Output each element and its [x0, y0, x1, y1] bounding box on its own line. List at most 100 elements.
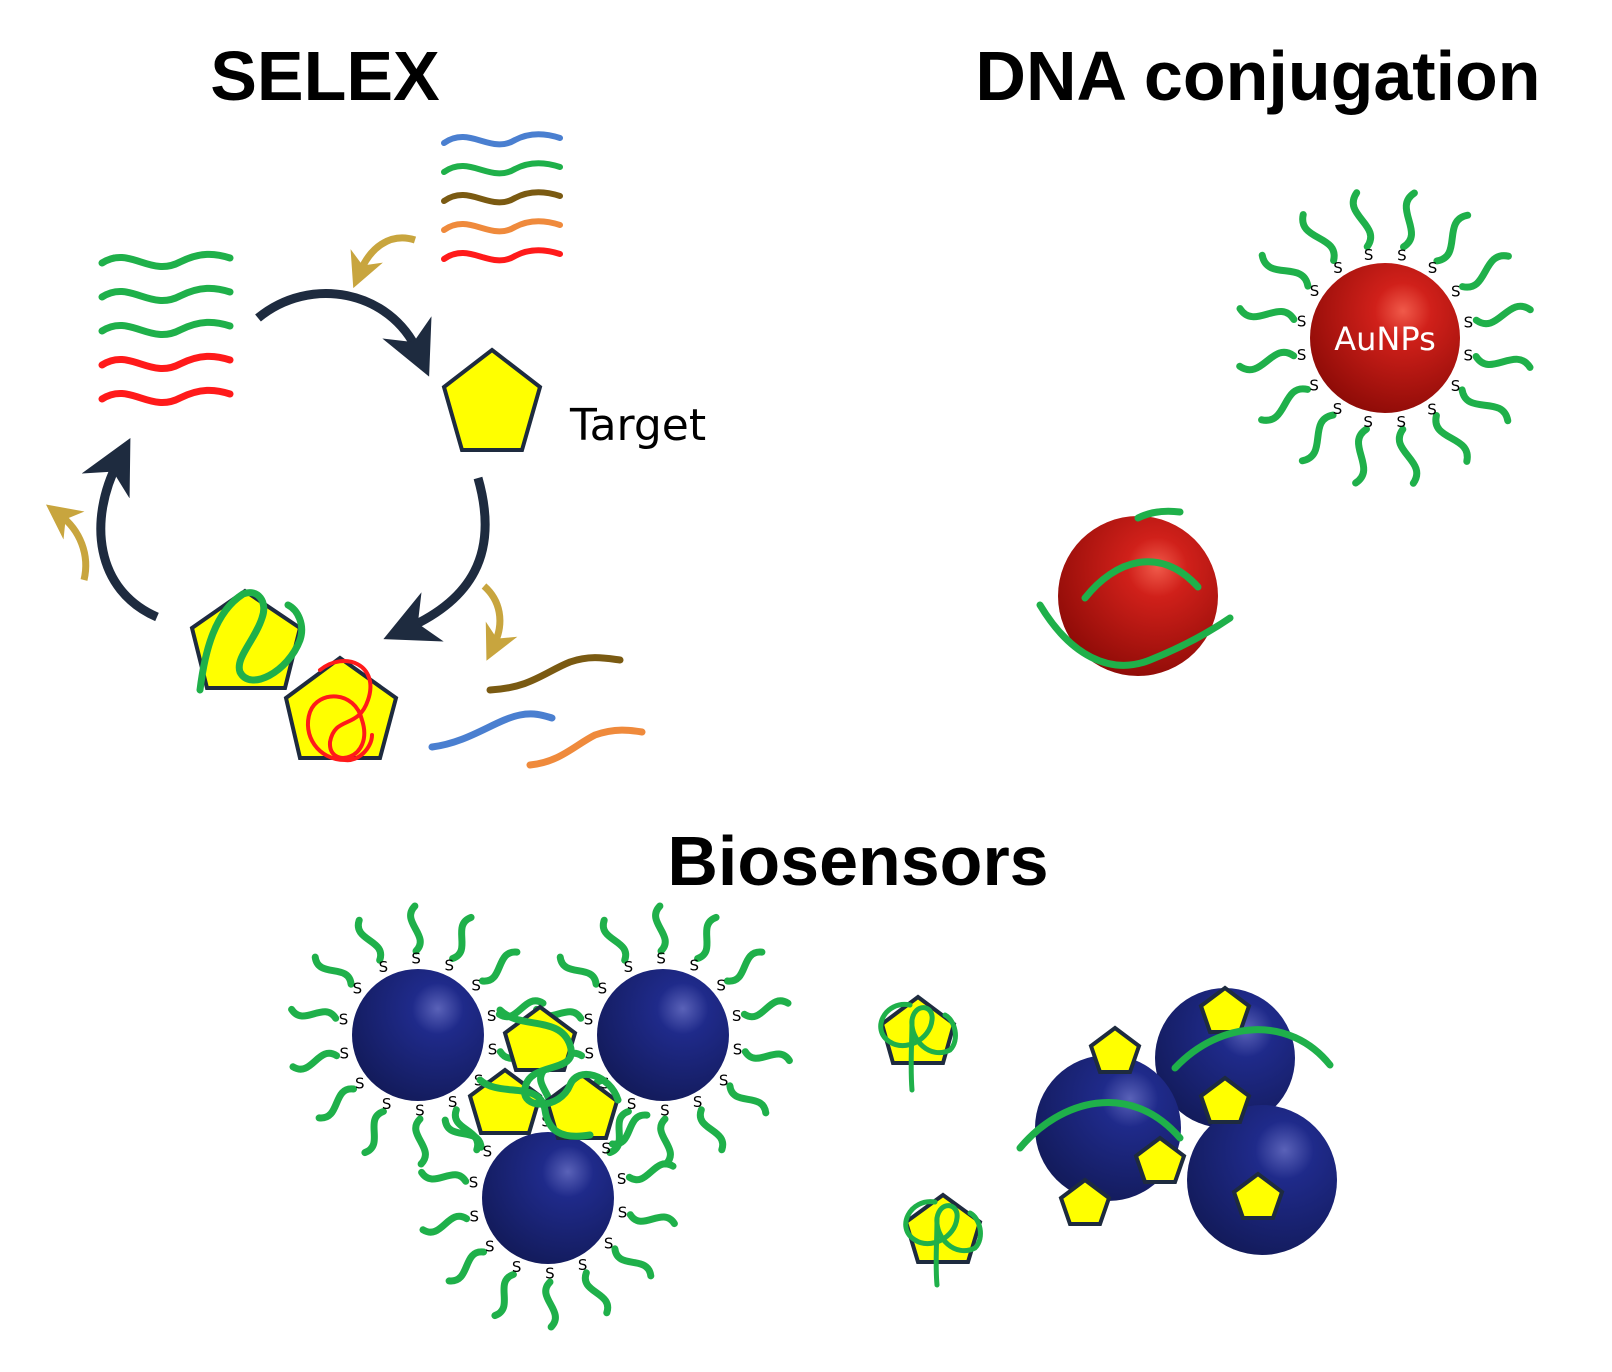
thiol-label: S [469, 1174, 479, 1192]
aptamer-strand [1472, 302, 1534, 328]
thiol-label: S [732, 1007, 742, 1025]
thiol-label: S [1309, 377, 1319, 395]
thiol-label: S [1364, 246, 1374, 264]
selex-panel: Target [46, 131, 706, 769]
aptamer-strand [1459, 252, 1512, 291]
aunp-sphere-icon [1310, 263, 1460, 413]
thiol-label: S [411, 950, 421, 968]
thiol-label: S [1397, 246, 1407, 264]
thiol-label: S [470, 1207, 480, 1225]
thiol-label: S [716, 977, 726, 995]
thiol-label: S [617, 1170, 627, 1188]
aptamer-strand [1298, 411, 1337, 465]
amplify-side-arrow [46, 504, 90, 581]
enriched-pool-strands [98, 250, 234, 406]
aptamer-strand [315, 1085, 358, 1122]
aggregated-state [878, 985, 1337, 1288]
thiol-label: S [545, 1265, 555, 1283]
thiol-label: S [353, 980, 363, 998]
cycle-arrow-to-binding [383, 476, 490, 642]
aptamer-strand [741, 1048, 793, 1065]
thiol-label: S [1310, 282, 1320, 300]
aunp-adsorbed [1036, 507, 1234, 676]
free-aptamer-target-2 [903, 1192, 983, 1288]
aptamer-strand [418, 1168, 470, 1185]
aptamer-strand [611, 1245, 655, 1280]
biosensors-heading: Biosensors [667, 822, 1048, 900]
thiol-label: S [485, 1237, 495, 1255]
aptamer-strand [1458, 386, 1512, 425]
blue-nanoparticle-icon [597, 969, 729, 1101]
target-pentagon-icon [441, 347, 543, 452]
thiol-label: S [471, 977, 481, 995]
thiol-label: S [483, 1143, 493, 1161]
thiol-label: S [488, 1041, 498, 1059]
thiol-label: S [1464, 313, 1474, 331]
aptamer-strand [694, 913, 720, 962]
aptamer-strand [1395, 425, 1421, 487]
aptamer-strand [419, 1212, 471, 1236]
aptamer-strand [412, 1115, 429, 1168]
thiol-label: S [1427, 400, 1437, 418]
bound-complex-green [189, 588, 306, 694]
thiol-label: S [660, 1102, 670, 1120]
thiol-label: S [379, 958, 389, 976]
aptamer-strand [723, 948, 766, 985]
dna-conjugation-heading: DNA conjugation [975, 37, 1540, 115]
thiol-label: S [339, 1011, 349, 1029]
cycle-arrow-to-target [255, 289, 432, 377]
thiol-label: S [618, 1204, 628, 1222]
thiol-label: S [1297, 313, 1307, 331]
aptamer-strand [407, 902, 424, 955]
aptamer-strand [445, 1248, 488, 1285]
aptamer-strand [1258, 251, 1312, 290]
thiol-label: S [585, 1044, 595, 1062]
thiol-label: S [733, 1041, 743, 1059]
aptamer-strand [1433, 211, 1472, 265]
aptamer-strand [288, 1005, 340, 1022]
aptamer-strand [556, 953, 600, 988]
selex-heading: SELEX [210, 37, 440, 115]
aptamer-strand [1432, 412, 1471, 465]
aptamer-strand [1472, 353, 1534, 371]
wash-arrow [481, 583, 518, 661]
thiol-label: S [598, 980, 608, 998]
thiol-label: S [415, 1102, 425, 1120]
bound-complex-red [283, 655, 399, 763]
aptamer-strand [1400, 189, 1418, 251]
aptamer-strand [1236, 348, 1298, 374]
aptamer-strand [491, 1271, 517, 1320]
thiol-label: S [627, 1095, 637, 1113]
aptamer-strand [740, 997, 792, 1021]
thiol-label: S [1397, 413, 1407, 431]
thiol-label: S [578, 1256, 588, 1274]
aptamer-strand [542, 1278, 559, 1331]
aptamer-strand [599, 916, 630, 964]
aptamer-strand [361, 1108, 387, 1157]
target-label: Target [569, 400, 706, 451]
aptamer-strand [625, 1160, 677, 1184]
aptamer-strand [608, 1111, 651, 1148]
thiol-label: S [693, 1093, 703, 1111]
unbound-strands [428, 654, 646, 769]
thiol-label: S [1464, 347, 1474, 365]
aptamer-strand [581, 1269, 612, 1317]
aptamer-strand [1236, 305, 1298, 323]
thiol-label: S [1451, 283, 1461, 301]
free-aptamer-target-1 [878, 994, 958, 1093]
aptamer-strand [726, 1082, 770, 1117]
aptamer-strand [311, 953, 355, 988]
thiol-label: S [624, 958, 634, 976]
thiol-label: S [690, 956, 700, 974]
thiol-label: S [656, 950, 666, 968]
blue-nanoparticle-icon [482, 1132, 614, 1264]
aptamer-strand [1258, 385, 1311, 424]
thiol-label: S [355, 1074, 365, 1092]
aptamer-strand [478, 948, 521, 985]
thiol-label: S [1428, 259, 1438, 277]
cycle-arrow-amplify [81, 438, 159, 622]
